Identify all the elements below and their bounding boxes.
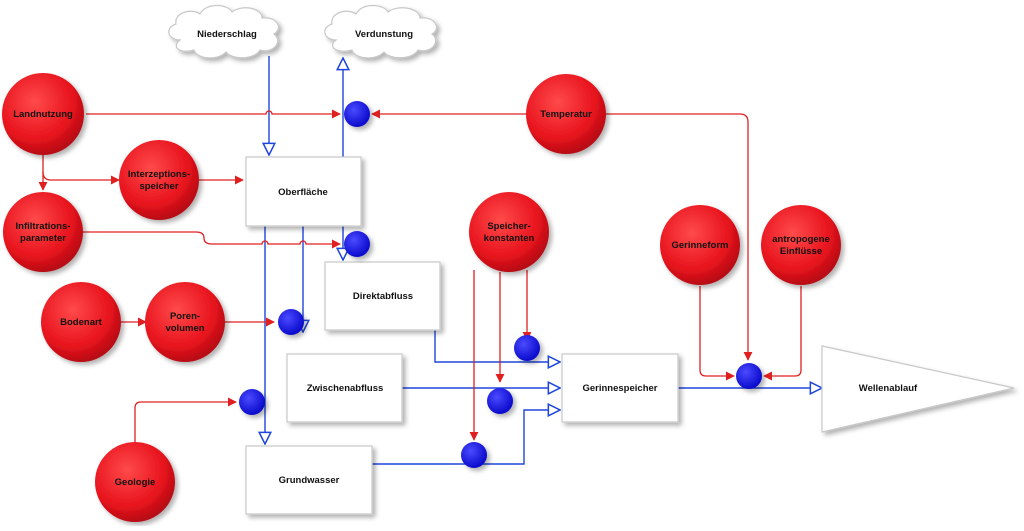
node-temperatur-label: Temperatur xyxy=(540,109,592,120)
box-zwischenabfluss-label: Zwischenabfluss xyxy=(307,383,384,394)
node-geologie xyxy=(95,442,175,522)
node-speicher-label-1: Speicher- xyxy=(487,221,530,232)
influence-temperatur-gerinne xyxy=(605,113,753,361)
box-oberflaeche-label: Oberfläche xyxy=(278,187,328,198)
box-grundwasser-label: Grundwasser xyxy=(279,475,340,486)
box-gerinnespeicher-label: Gerinnespeicher xyxy=(583,383,658,394)
node-bodenart-label: Bodenart xyxy=(60,317,103,328)
node-gerinneform xyxy=(660,205,740,285)
junction-grundwasser xyxy=(239,389,265,415)
output-wellenablauf-label: Wellenablauf xyxy=(859,383,918,394)
influence-antropogen-node xyxy=(763,286,802,381)
cloud-niederschlag xyxy=(168,4,279,59)
cloud-verdunstung xyxy=(324,4,437,59)
box-oberflaeche xyxy=(245,156,362,227)
node-landnutzung xyxy=(2,73,84,155)
red-influence-lines xyxy=(38,109,802,444)
node-landnutzung-label: Landnutzung xyxy=(13,109,73,120)
node-poren-label-2: volumen xyxy=(165,323,204,334)
junction-gerinne xyxy=(736,363,762,389)
node-antropogen-label-1: antropogene xyxy=(772,234,830,245)
node-speicher-label-2: konstanten xyxy=(484,233,535,244)
junction-verdunstung xyxy=(344,101,370,127)
box-zwischenabfluss xyxy=(286,353,403,423)
influence-infiltration-node xyxy=(82,231,341,249)
junction-direktabfluss xyxy=(344,231,370,257)
node-interzeption-label-1: Interzeptions- xyxy=(128,169,190,180)
input-labels: Landnutzung Interzeptions- speicher Infi… xyxy=(13,109,830,488)
influence-landnutzung-verdunstung xyxy=(86,109,341,119)
node-interzeption xyxy=(119,140,199,220)
influence-geologie-node xyxy=(134,397,237,444)
box-direktabfluss xyxy=(324,261,441,331)
cloud-niederschlag-label: Niederschlag xyxy=(197,29,257,40)
node-speicher xyxy=(469,192,549,272)
node-poren xyxy=(145,282,225,362)
flow-direktabfluss-gerinne xyxy=(434,330,560,362)
input-nodes xyxy=(2,73,841,522)
node-bodenart xyxy=(41,282,121,362)
junction-nodes xyxy=(239,101,762,468)
influence-landnutzung-interzeption xyxy=(42,171,120,185)
junction-speicher-grundwasser xyxy=(461,442,487,468)
node-infiltration-label-1: Infiltrations- xyxy=(16,221,71,232)
node-antropogen xyxy=(761,205,841,285)
box-direktabfluss-label: Direktabfluss xyxy=(353,291,413,302)
process-boxes: Oberfläche Direktabfluss Zwischenabfluss… xyxy=(245,156,679,515)
node-temperatur xyxy=(526,74,606,154)
node-geologie-label: Geologie xyxy=(115,477,156,488)
junction-zwischenabfluss xyxy=(278,309,304,335)
cloud-verdunstung-label: Verdunstung xyxy=(355,29,413,40)
junction-speicher-zwischen xyxy=(487,388,513,414)
box-gerinnespeicher xyxy=(561,353,679,423)
node-antropogen-label-2: Einflüsse xyxy=(780,246,822,257)
node-infiltration-label-2: parameter xyxy=(20,233,66,244)
influence-gerinneform-node xyxy=(699,286,735,381)
node-infiltration xyxy=(3,192,83,272)
junction-speicher-direkt xyxy=(514,335,540,361)
flow-grundwasser-gerinne xyxy=(372,410,560,465)
box-grundwasser xyxy=(245,445,373,515)
node-poren-label-1: Poren- xyxy=(170,311,200,322)
node-gerinneform-label: Gerinneform xyxy=(671,240,728,251)
output-wellenablauf: Wellenablauf xyxy=(821,345,1015,433)
node-interzeption-label-2: speicher xyxy=(139,181,178,192)
